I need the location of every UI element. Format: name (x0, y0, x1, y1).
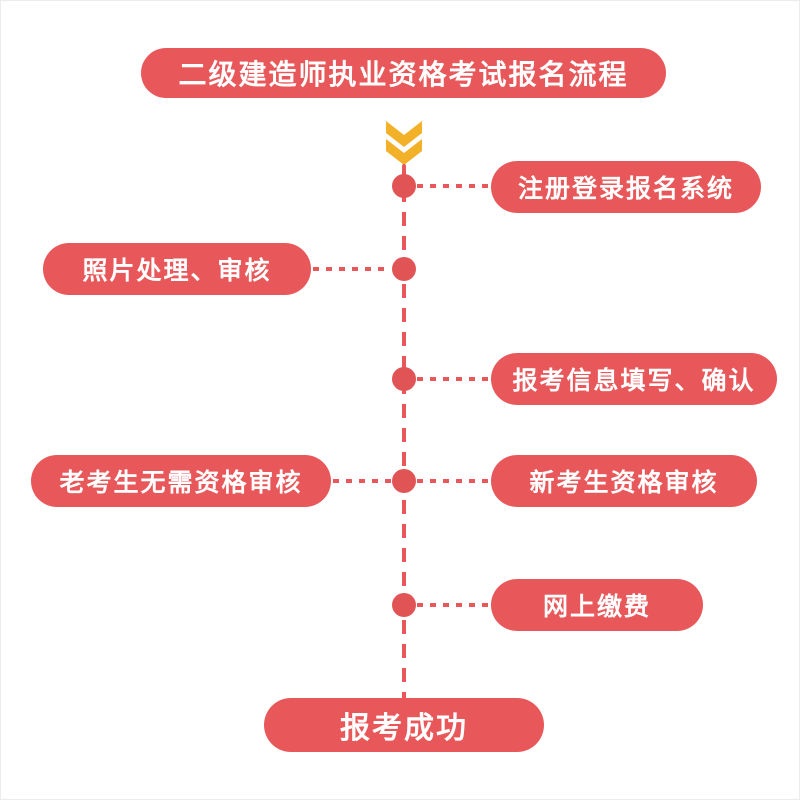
step-register-login: 注册登录报名系统 (491, 161, 761, 213)
connector-new-candidate (417, 479, 491, 483)
timeline-node-info (392, 367, 416, 391)
step-photo-review: 照片处理、审核 (43, 243, 311, 295)
chevron-down-icon (386, 121, 422, 165)
timeline-node-register (392, 174, 416, 198)
step-online-payment: 网上缴费 (491, 579, 703, 631)
connector-pay (417, 603, 491, 607)
step-success: 报考成功 (264, 698, 544, 752)
step-fill-confirm-info: 报考信息填写、确认 (491, 353, 777, 405)
timeline-node-pay (392, 593, 416, 617)
step-new-candidate-review: 新考生资格审核 (491, 455, 757, 507)
connector-register (417, 184, 491, 188)
connector-info (417, 377, 491, 381)
timeline-line (402, 164, 406, 704)
flowchart-title: 二级建造师执业资格考试报名流程 (141, 48, 666, 98)
step-old-candidate-no-review: 老考生无需资格审核 (31, 455, 331, 507)
connector-photo (313, 267, 391, 271)
connector-old-candidate (333, 479, 391, 483)
timeline-node-photo (392, 257, 416, 281)
timeline-node-review (392, 469, 416, 493)
